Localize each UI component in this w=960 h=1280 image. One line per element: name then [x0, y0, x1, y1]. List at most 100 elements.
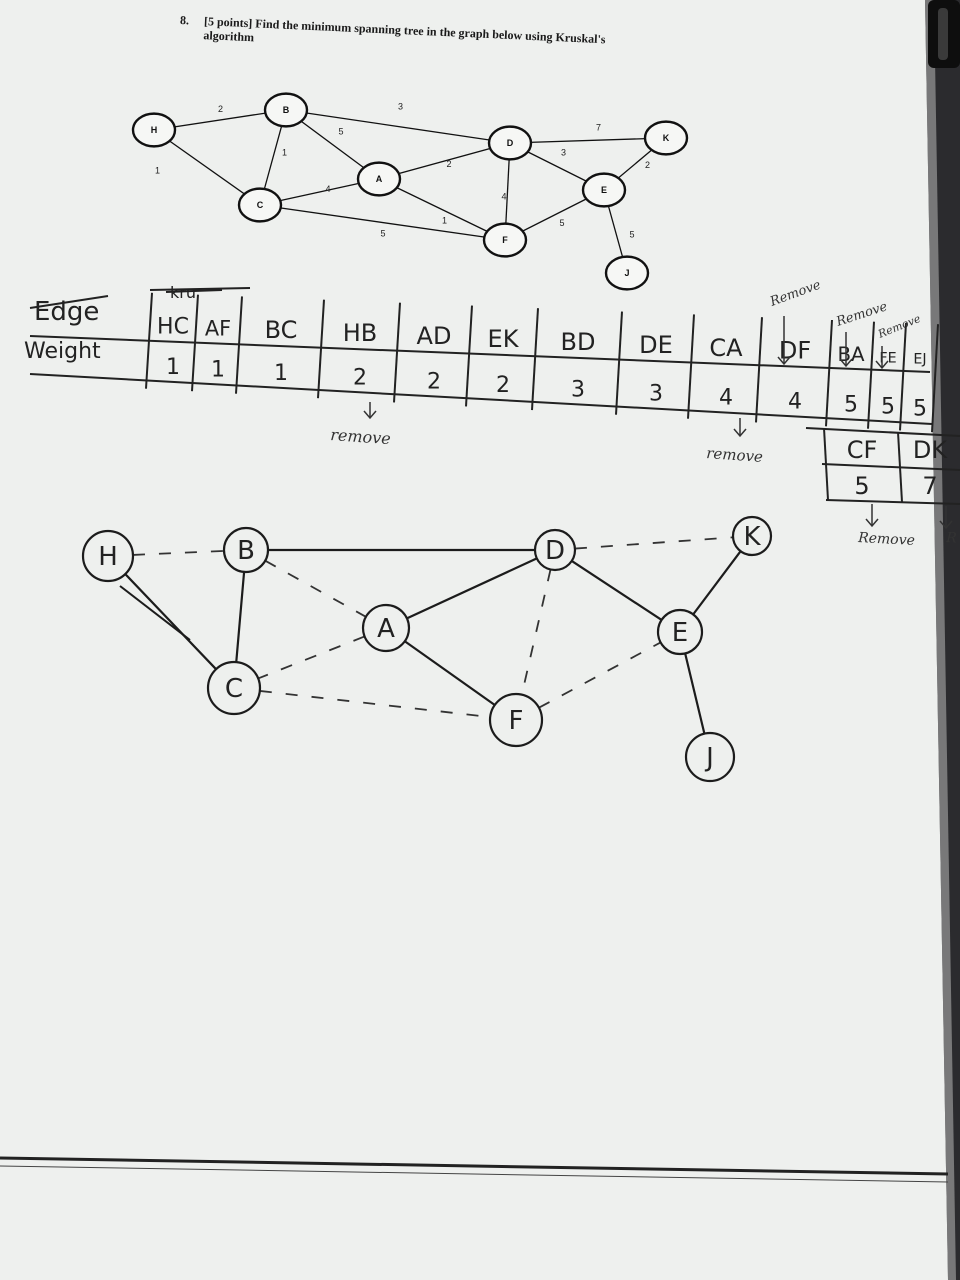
table-rule-bottom — [29, 373, 933, 425]
printed-edge-bd — [285, 109, 511, 144]
hw-node-label-j: J — [704, 743, 714, 773]
printed-weight-dk: 7 — [596, 123, 601, 133]
printed-node-label-b: B — [283, 105, 290, 115]
table-weight-cell: 2 — [427, 369, 441, 394]
table-weight-cell: 5 — [844, 393, 858, 418]
remove-note-hb: remove — [330, 425, 392, 448]
table-divider — [867, 321, 875, 429]
overflow-edge-cell: DK — [913, 436, 948, 464]
printed-node-e — [581, 172, 627, 208]
printed-weight-df: 4 — [502, 192, 507, 202]
printed-node-label-c: C — [257, 200, 264, 210]
mst-edge-hc — [124, 572, 218, 671]
hw-node-h — [81, 529, 135, 583]
printed-weight-af: 1 — [442, 216, 447, 226]
hw-node-label-f: F — [509, 706, 524, 736]
printed-weight-ca: 4 — [326, 184, 331, 194]
remove-note-cf: Remove — [857, 530, 915, 549]
overflow-weight-cell: 5 — [854, 472, 869, 500]
page-bottom-rule — [0, 1156, 949, 1176]
hw-node-c — [206, 660, 262, 716]
printed-edge-af — [378, 178, 506, 241]
mst-edge-af — [403, 640, 496, 707]
table-edge-cell: BC — [265, 316, 298, 344]
printed-weight-ej: 5 — [630, 230, 635, 240]
question-number: 8. — [180, 13, 190, 27]
table-weight-cell: 3 — [649, 382, 663, 407]
printed-node-j — [604, 255, 650, 291]
table-divider — [191, 294, 199, 392]
table-edge-cell: BD — [561, 328, 596, 356]
table-weight-cell: 4 — [788, 389, 802, 414]
hw-node-f — [488, 692, 544, 748]
printed-weight-ef: 5 — [560, 218, 565, 228]
table-edge-cell: HB — [343, 319, 378, 347]
printed-node-f — [482, 222, 528, 258]
table-divider — [931, 324, 939, 433]
printed-node-label-h: H — [151, 125, 158, 135]
table-edge-cell: FE — [879, 350, 896, 366]
table-rule-top — [149, 287, 251, 291]
hw-node-k — [731, 515, 773, 557]
hw-node-label-h: H — [98, 542, 118, 572]
printed-weight-ba: 5 — [339, 127, 344, 137]
printed-node-b — [263, 92, 309, 128]
table-weight-cell: 2 — [496, 373, 510, 398]
printed-weight-ad: 2 — [447, 159, 452, 169]
printed-node-label-e: E — [601, 185, 607, 195]
table-edge-cell: AD — [417, 322, 452, 350]
rejected-edge-dk — [574, 536, 734, 550]
printed-edge-cf — [259, 204, 506, 241]
rejected-edge-ba — [264, 559, 367, 618]
printed-node-h — [131, 112, 177, 148]
printed-weight-hc: 1 — [155, 166, 160, 176]
printed-node-d — [487, 125, 533, 161]
mst-edge-ek — [692, 550, 742, 616]
printed-edge-dk — [509, 137, 667, 144]
printed-node-c — [237, 187, 283, 223]
printed-node-label-f: F — [502, 235, 508, 245]
table-rule-mid — [29, 335, 931, 373]
printed-weight-ke: 2 — [645, 160, 650, 170]
printed-edge-ad — [378, 142, 511, 180]
handwritten-table: Edge Weight kru HC1AF1BC1HB2AD2EK2BD3DE3… — [24, 278, 960, 549]
table-edge-cell: DE — [639, 331, 673, 359]
rejected-edge-cf — [259, 690, 491, 718]
struck-header: kru — [170, 283, 196, 302]
remove-note-ca: remove — [706, 444, 764, 466]
hw-node-label-k: K — [743, 522, 761, 552]
printed-node-k — [643, 120, 689, 156]
hw-node-a — [361, 603, 411, 653]
table-edge-cell: HC — [157, 315, 189, 340]
hw-node-label-c: C — [225, 674, 243, 704]
table-weight-cell: 1 — [166, 355, 180, 380]
remove-note-dk: R — [945, 530, 958, 547]
printed-node-label-k: K — [663, 133, 670, 143]
printed-weight-bd: 3 — [398, 102, 403, 112]
table-divider — [531, 308, 539, 411]
table-weight-cell: 4 — [719, 386, 733, 411]
table-divider — [899, 322, 907, 431]
question-text-line2: algorithm — [203, 28, 254, 44]
mst-edge-ej — [684, 652, 706, 735]
table-weight-cell: 2 — [353, 365, 367, 390]
printed-edge-hb — [153, 109, 287, 131]
printed-weight-cf: 5 — [381, 229, 386, 239]
hw-node-label-b: B — [237, 536, 255, 566]
rejected-edge-ac — [257, 635, 365, 680]
table-divider — [465, 305, 473, 407]
printed-weight-bc: 1 — [282, 148, 287, 158]
table-divider — [615, 311, 623, 415]
printed-node-label-a: A — [376, 174, 383, 184]
mst-edge-bc — [235, 570, 246, 664]
mst-edge-de — [570, 559, 663, 622]
table-weight-cell: 5 — [913, 396, 927, 421]
hw-node-j — [684, 731, 736, 783]
hw-node-label-a: A — [377, 614, 395, 644]
printed-node-label-j: J — [624, 268, 629, 278]
printed-edge-hc — [153, 129, 261, 206]
